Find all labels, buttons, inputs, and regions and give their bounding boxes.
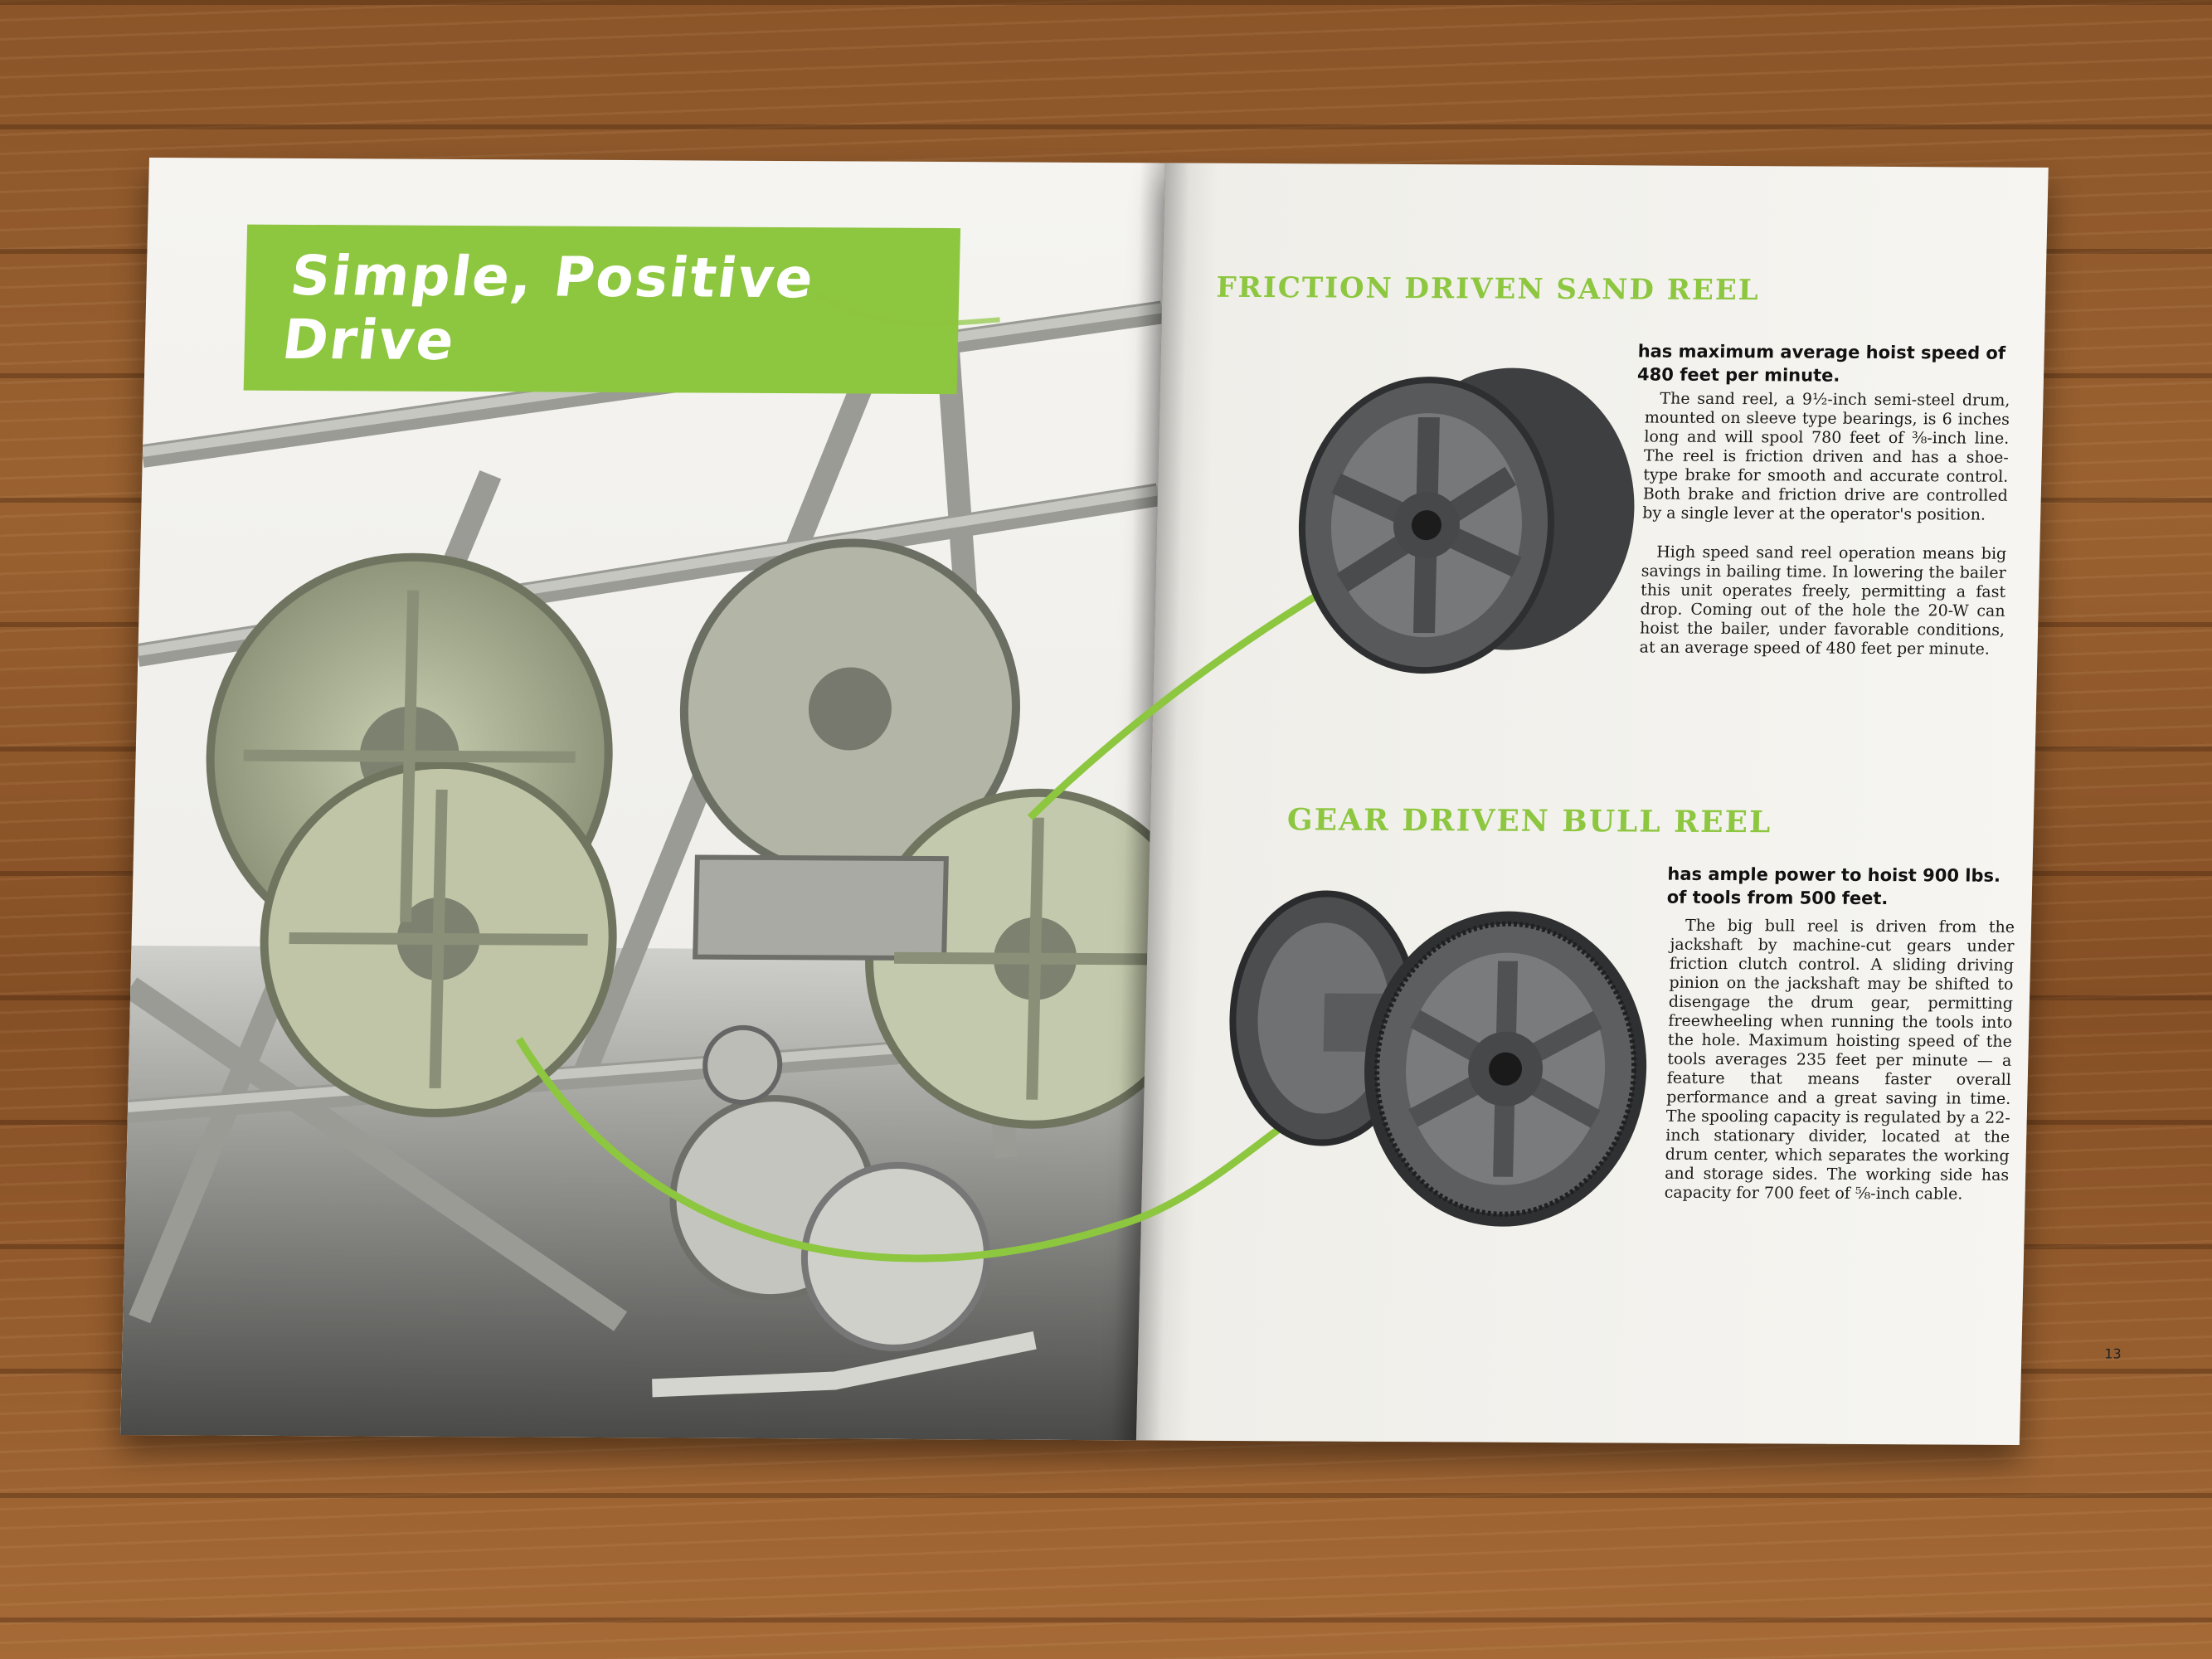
sand-reel-paragraph-1: The sand reel, a 9½-inch semi-steel drum…: [1642, 389, 2010, 524]
headline-banner: Simple, Positive Drive: [243, 224, 961, 395]
bull-reel-paragraph-1: The big bull reel is driven from the jac…: [1664, 916, 2015, 1204]
bull-reel-heading: GEAR DRIVEN BULL REEL: [1286, 802, 1772, 840]
sand-reel-paragraph-2: High speed sand reel operation means big…: [1639, 542, 2007, 659]
sand-reel-lead: has maximum average hoist speed of 480 f…: [1636, 341, 2006, 386]
sand-reel-body: The sand reel, a 9½-inch semi-steel drum…: [1639, 389, 2010, 679]
headline: Simple, Positive Drive: [279, 243, 819, 372]
booklet-spread: Simple, Positive Drive: [120, 158, 2122, 1445]
sand-reel-image: [1290, 358, 1646, 708]
bull-reel-lead: has ample power to hoist 900 lbs. of too…: [1666, 864, 2001, 909]
left-page: Simple, Positive Drive: [120, 158, 1165, 1441]
bull-reel-image: [1203, 868, 1676, 1236]
sand-reel-heading: FRICTION DRIVEN SAND REEL: [1216, 270, 1761, 308]
page-number: 13: [2104, 1345, 2122, 1362]
bull-reel-body: The big bull reel is driven from the jac…: [1664, 917, 2015, 1224]
